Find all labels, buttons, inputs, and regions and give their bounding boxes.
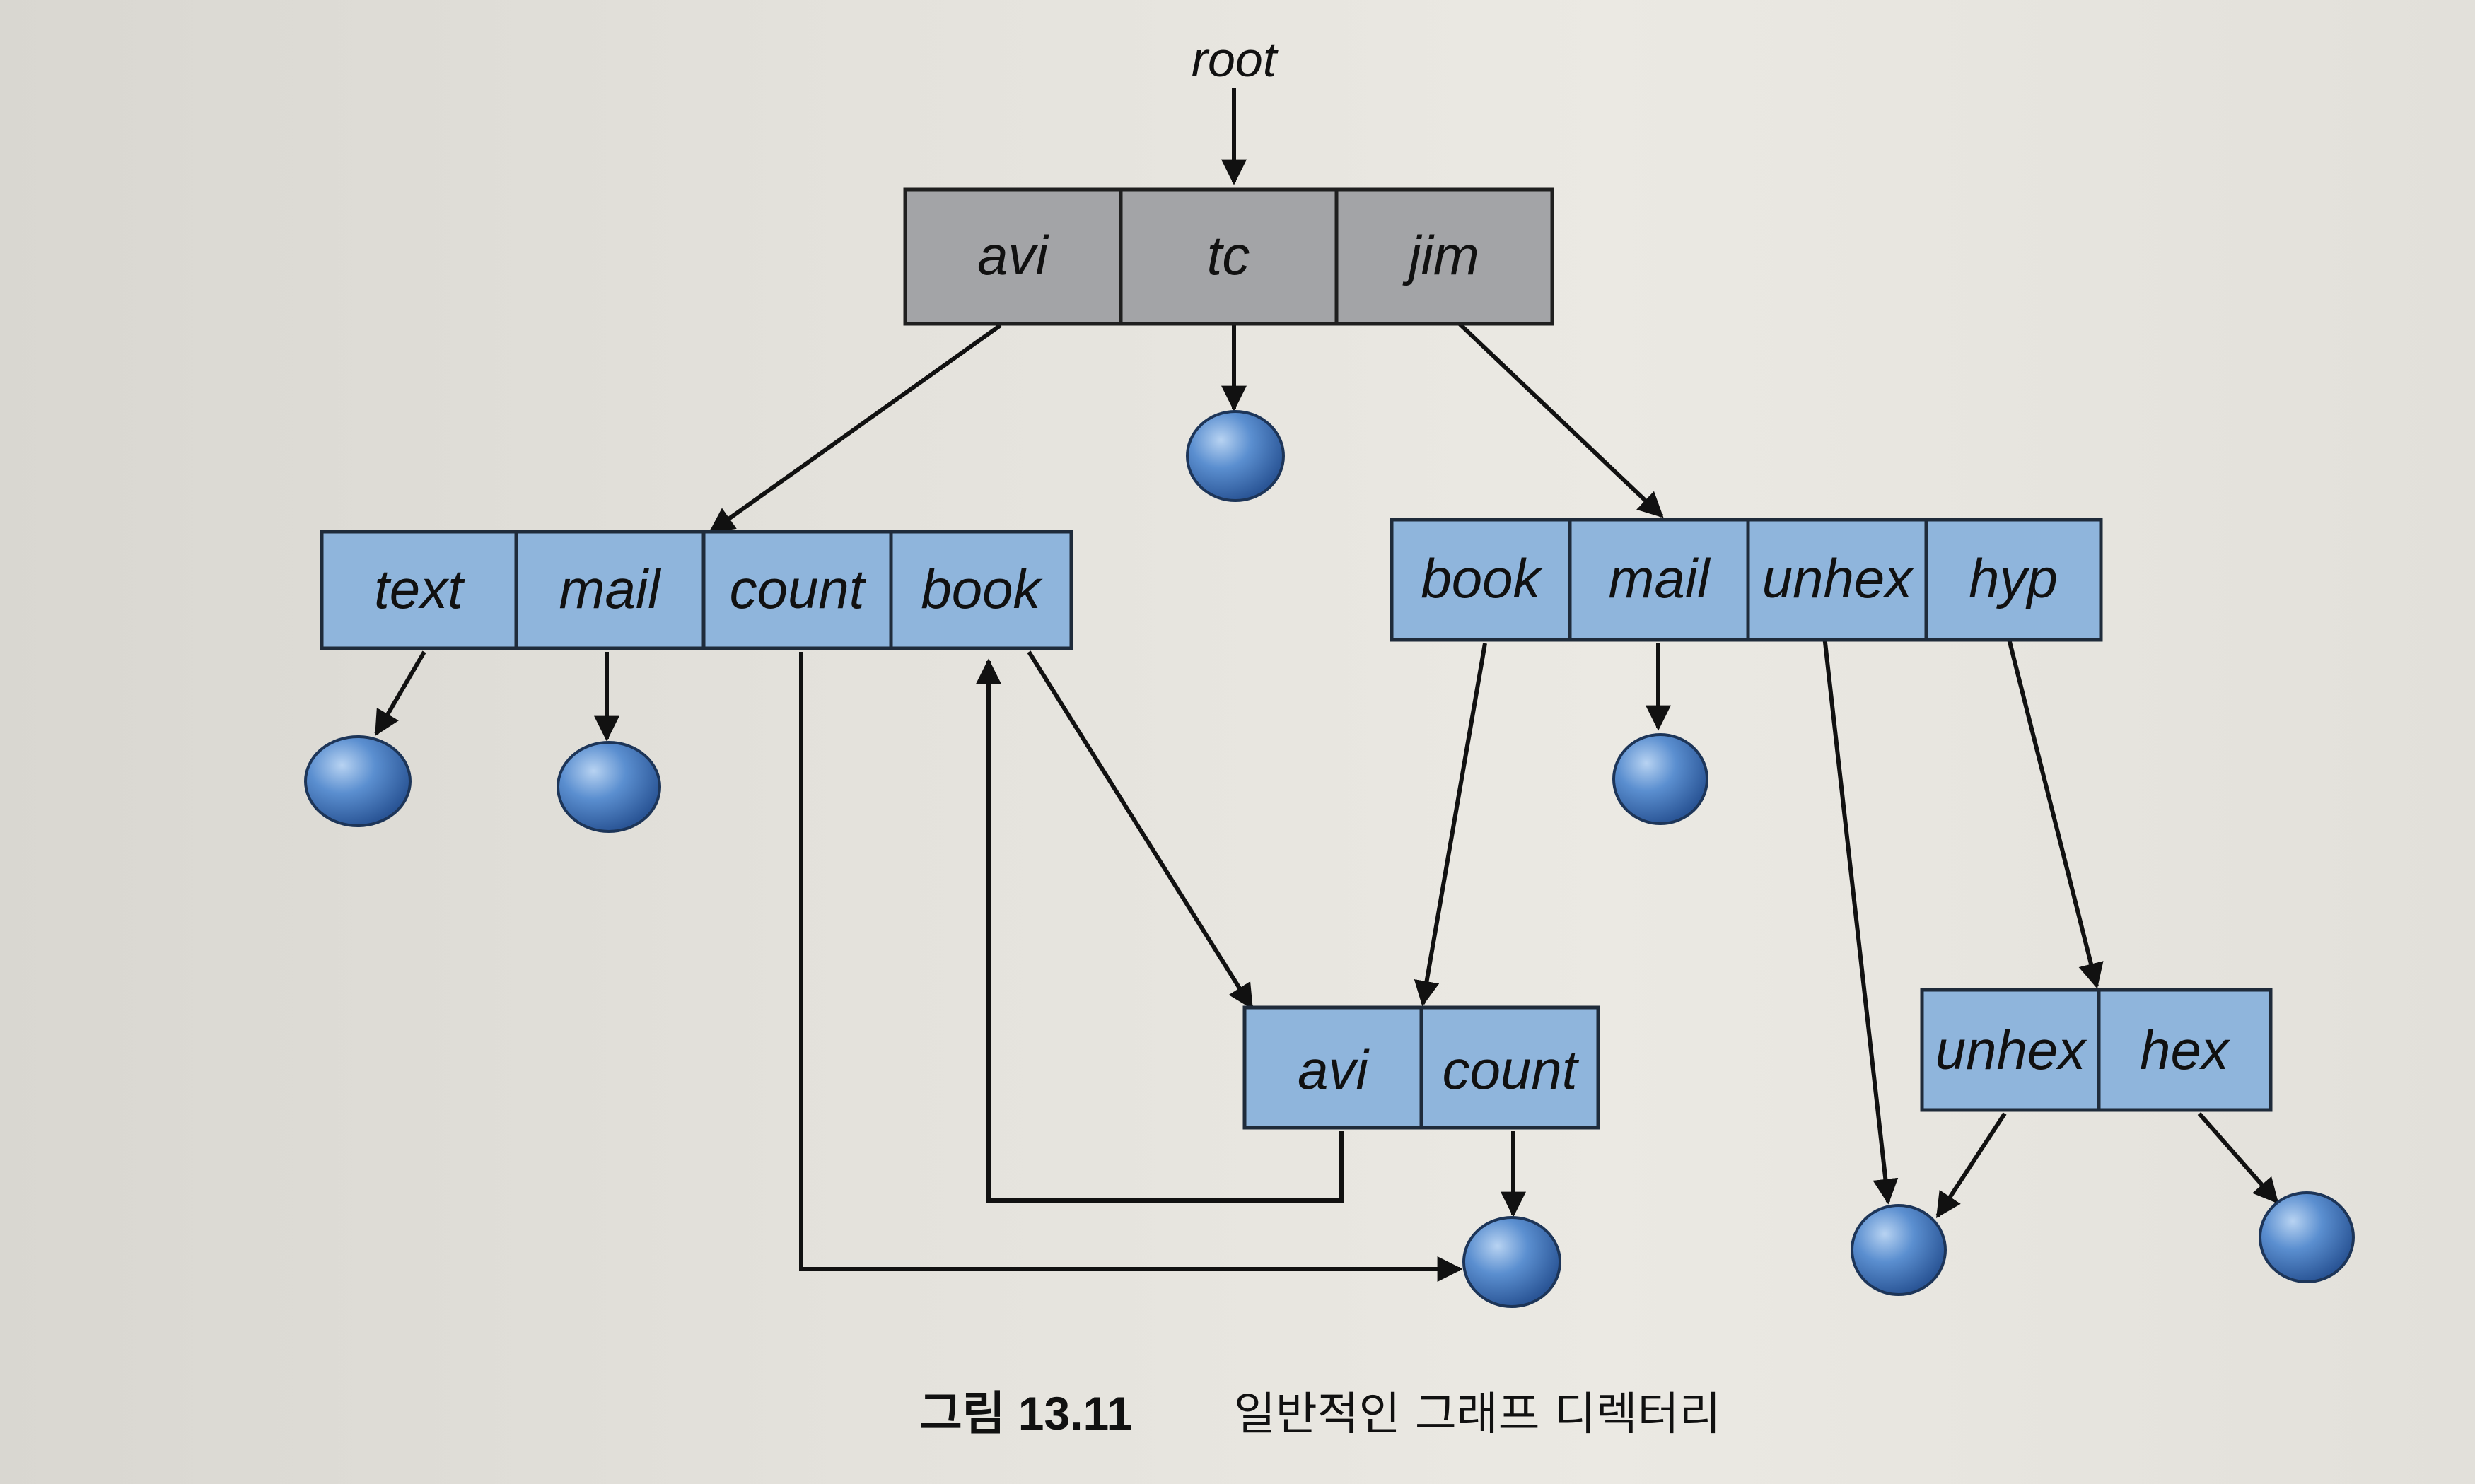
shared-dir-cell-1 [1242, 1005, 1423, 1130]
avi-directory-node: text mail count book [320, 530, 1073, 650]
figure-caption: 그림 13.11 일반적인 그래프 디렉터리 [919, 1387, 1720, 1441]
edge-jim-book-to-shared-dir [1414, 643, 1487, 1007]
edges [374, 88, 2279, 1282]
jim-dir-cell-2 [1568, 518, 1750, 642]
file-leaf-count-shared [1462, 1216, 1561, 1308]
file-leaf-jim-mail [1612, 733, 1708, 825]
root-dir-cell-2 [1119, 187, 1339, 326]
file-leaf-tc [1186, 410, 1285, 502]
hyp-dir-cell-1 [1920, 988, 2101, 1112]
file-leaf-text [304, 735, 412, 827]
edge-count-to-shared-leaf [799, 652, 1463, 1282]
hyp-dir-entry-hex: hex [2140, 1019, 2231, 1081]
jim-dir-cell-4 [1924, 518, 2103, 642]
file-leaf-hex [2259, 1191, 2355, 1283]
root-dir-cell-3 [1334, 187, 1554, 326]
edge-avi-to-avidir [709, 323, 1002, 534]
jim-dir-entry-mail: mail [1608, 547, 1711, 609]
edge-text-to-leaf [374, 650, 426, 737]
shared-dir-entry-avi: avi [1298, 1039, 1370, 1101]
avi-dir-cell-2 [514, 530, 706, 650]
edge-book-to-shared-dir [1027, 650, 1254, 1010]
file-leaf-mail [557, 741, 661, 833]
edge-hyp-unhex-to-leaf [1935, 1112, 2007, 1219]
edge-hyp-to-hypdir [2006, 636, 2104, 989]
root-label: root [1192, 32, 1279, 87]
jim-dir-entry-hyp: hyp [1969, 547, 2058, 609]
hyp-dir-entry-unhex: unhex [1935, 1019, 2088, 1081]
edge-hex-to-leaf [2197, 1112, 2279, 1204]
root-directory-node: avi tc jim [903, 187, 1554, 326]
jim-dir-entry-unhex: unhex [1762, 547, 1915, 609]
edge-shared-avi-back-to-book [976, 658, 1344, 1203]
avi-dir-cell-3 [701, 530, 893, 650]
shared-dir-entry-count: count [1443, 1039, 1580, 1101]
jim-directory-node: book mail unhex hyp [1390, 518, 2103, 642]
file-leaves [304, 410, 2355, 1308]
shared-dir-cell-2 [1419, 1005, 1600, 1130]
hyp-directory-node: unhex hex [1920, 988, 2273, 1112]
avi-dir-entry-count: count [730, 558, 867, 620]
avi-dir-entry-mail: mail [559, 558, 662, 620]
file-leaf-unhex [1851, 1204, 1947, 1296]
edge-jim-to-jimdir [1444, 309, 1664, 518]
jim-dir-cell-1 [1390, 518, 1572, 642]
hyp-dir-cell-2 [2097, 988, 2273, 1112]
jim-dir-cell-3 [1746, 518, 1928, 642]
avi-dir-entry-book: book [921, 558, 1043, 620]
avi-dir-entry-text: text [374, 558, 465, 620]
root-dir-entry-tc: tc [1207, 224, 1250, 286]
shared-directory-node: avi count [1242, 1005, 1600, 1130]
root-dir-cell-1 [903, 187, 1123, 326]
jim-dir-entry-book: book [1421, 547, 1543, 609]
root-dir-entry-jim: jim [1402, 224, 1479, 286]
root-dir-entry-avi: avi [977, 224, 1049, 286]
caption-number: 그림 13.11 [919, 1387, 1132, 1439]
avi-dir-cell-4 [889, 530, 1073, 650]
edge-unhex-to-leaf [1822, 636, 1899, 1205]
caption-text: 일반적인 그래프 디렉터리 [1234, 1389, 1720, 1441]
